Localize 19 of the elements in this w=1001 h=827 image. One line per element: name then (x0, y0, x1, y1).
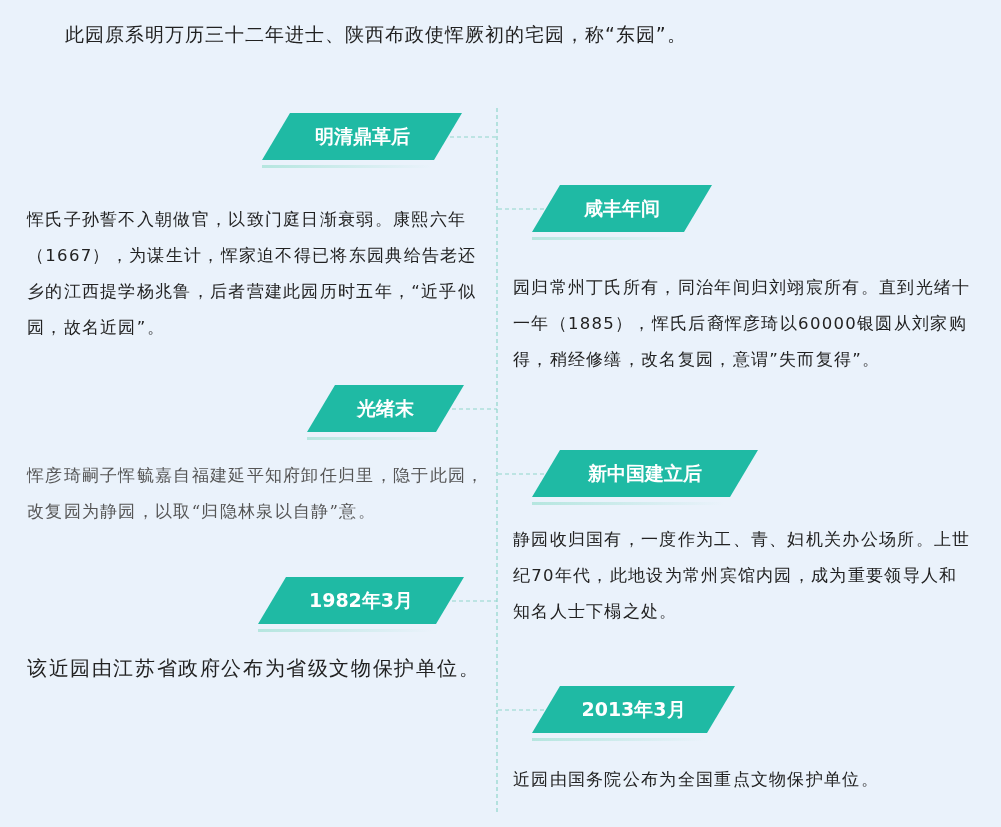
description-text: 园归常州丁氏所有，同治年间归刘翊宸所有。直到光绪十一年（1885），恽氏后裔恽彦琦以60000银圆从刘家购得，稍经修缮，改名复园，意谓”失而复得”。 (513, 277, 972, 371)
connector-line (451, 600, 498, 602)
date-tag: 新中国建立后 (532, 450, 758, 497)
connector-line (449, 136, 498, 138)
description-text: 近园由国务院公布为全国重点文物保护单位。 (513, 769, 880, 791)
date-tag: 2013年3月 (532, 686, 735, 733)
date-tag: 1982年3月 (258, 577, 464, 624)
description-text: 恽氏子孙誓不入朝做官，以致门庭日渐衰弱。康熙六年（1667），为谋生计，恽家迫不得已将东园典给告老还乡的江西提学杨兆鲁，后者营建此园历时五年，“近乎似园，故名近园”。 (27, 209, 478, 339)
intro-text: 此园原系明万历三十二年进士、陕西布政使恽厥初的宅园，称“东园”。 (65, 22, 687, 47)
connector-line (451, 408, 498, 410)
date-tag: 咸丰年间 (532, 185, 712, 232)
description-text: 该近园由江苏省政府公布为省级文物保护单位。 (27, 655, 482, 682)
description-text: 恽彦琦嗣子恽毓嘉自福建延平知府卸任归里，隐于此园，改复园为静园，以取“归隐林泉以自静”意。 (27, 465, 486, 523)
connector-line (496, 709, 545, 711)
connector-line (496, 208, 545, 210)
date-tag: 光绪末 (307, 385, 464, 432)
connector-line (496, 473, 545, 475)
date-tag: 明清鼎革后 (262, 113, 462, 160)
description-text: 静园收归国有，一度作为工、青、妇机关办公场所。上世纪70年代，此地设为常州宾馆内园，成为重要领导人和知名人士下榻之处。 (513, 529, 972, 623)
